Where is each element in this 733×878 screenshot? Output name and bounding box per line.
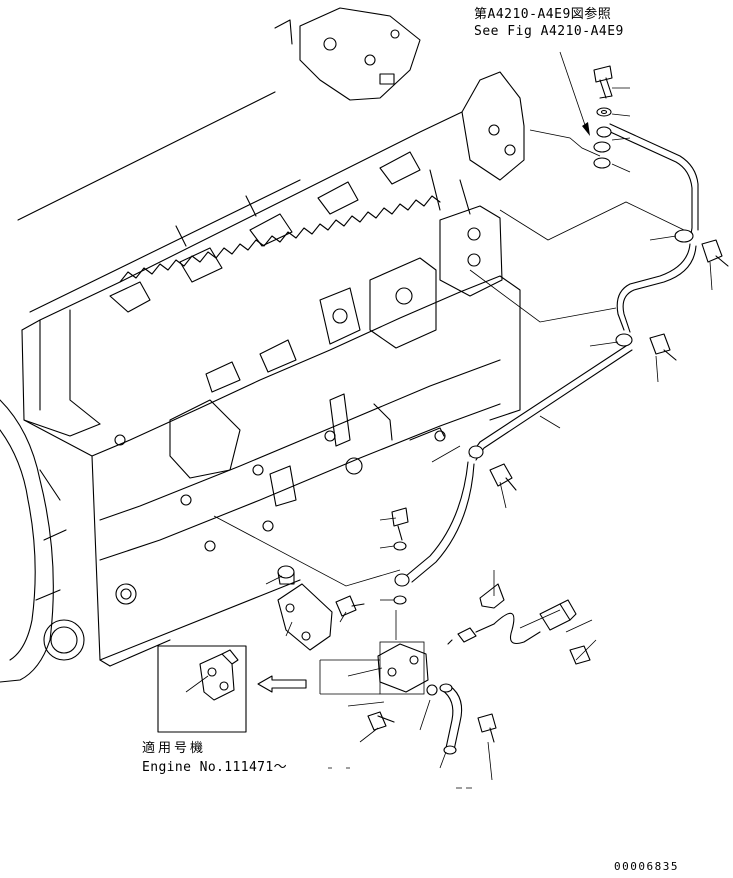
residual-marks [328, 767, 472, 789]
applicability-en: Engine No.111471～ [142, 760, 288, 775]
engine-cylinder-block [0, 7, 525, 683]
drawing-number: 00006835 [614, 860, 679, 873]
leader-lines [213, 51, 713, 781]
applicability-jp: 適用号機 [142, 741, 207, 756]
detail-inset [157, 645, 247, 733]
reference-note-jp: 第A4210-A4E9図参照 [474, 7, 612, 22]
hardware-parts [277, 65, 729, 755]
oil-tube [394, 123, 699, 587]
reference-note-en: See Fig A4210-A4E9 [474, 24, 624, 39]
